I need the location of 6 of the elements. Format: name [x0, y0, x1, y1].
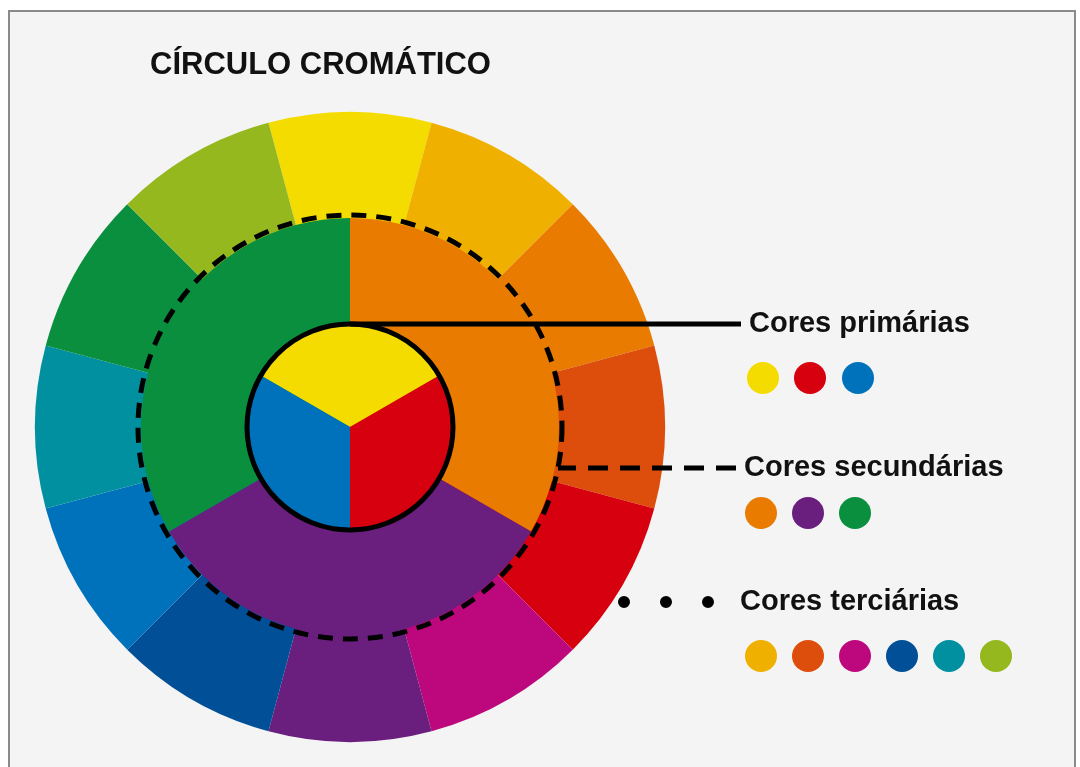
category-label: Cores secundárias	[744, 452, 1004, 481]
diagram-title: CÍRCULO CROMÁTICO	[150, 48, 491, 79]
category-label: Cores terciárias	[740, 586, 960, 615]
leader-line	[350, 321, 741, 327]
leader-line	[558, 465, 736, 471]
category-label: Cores primárias	[749, 308, 970, 337]
